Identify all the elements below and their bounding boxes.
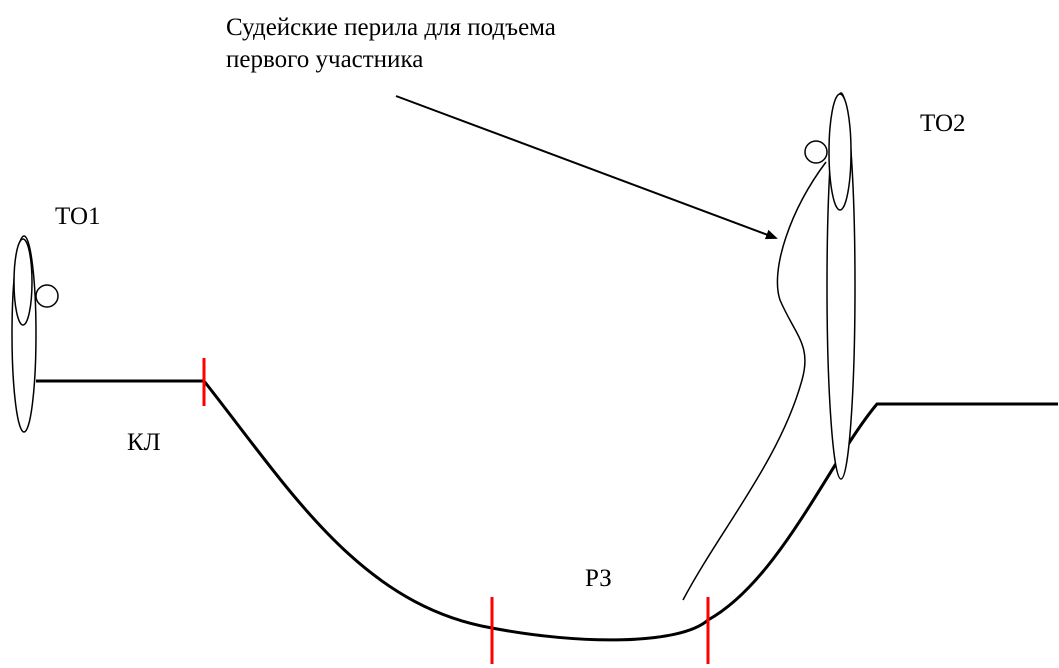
- to2-carabiner: [804, 140, 828, 164]
- to1-tree-inner: [13, 238, 33, 326]
- to1-label: ТО1: [55, 203, 101, 230]
- annotation-arrow: [395, 95, 778, 240]
- rope-annotation-line-1: Судейские перила для подъема: [226, 14, 556, 41]
- to2-tree-inner: [828, 93, 852, 211]
- rope-annotation-line-2: первого участника: [226, 46, 424, 73]
- ground-profile-line: [36, 379, 1058, 642]
- work-zone-label: РЗ: [585, 565, 612, 592]
- control-line-label: КЛ: [127, 429, 161, 456]
- to1-carabiner: [35, 284, 59, 308]
- judge-rope: [682, 161, 827, 601]
- to2-label: ТО2: [920, 110, 966, 137]
- rope-annotation: Судейские перила для подъема первого уча…: [226, 12, 556, 76]
